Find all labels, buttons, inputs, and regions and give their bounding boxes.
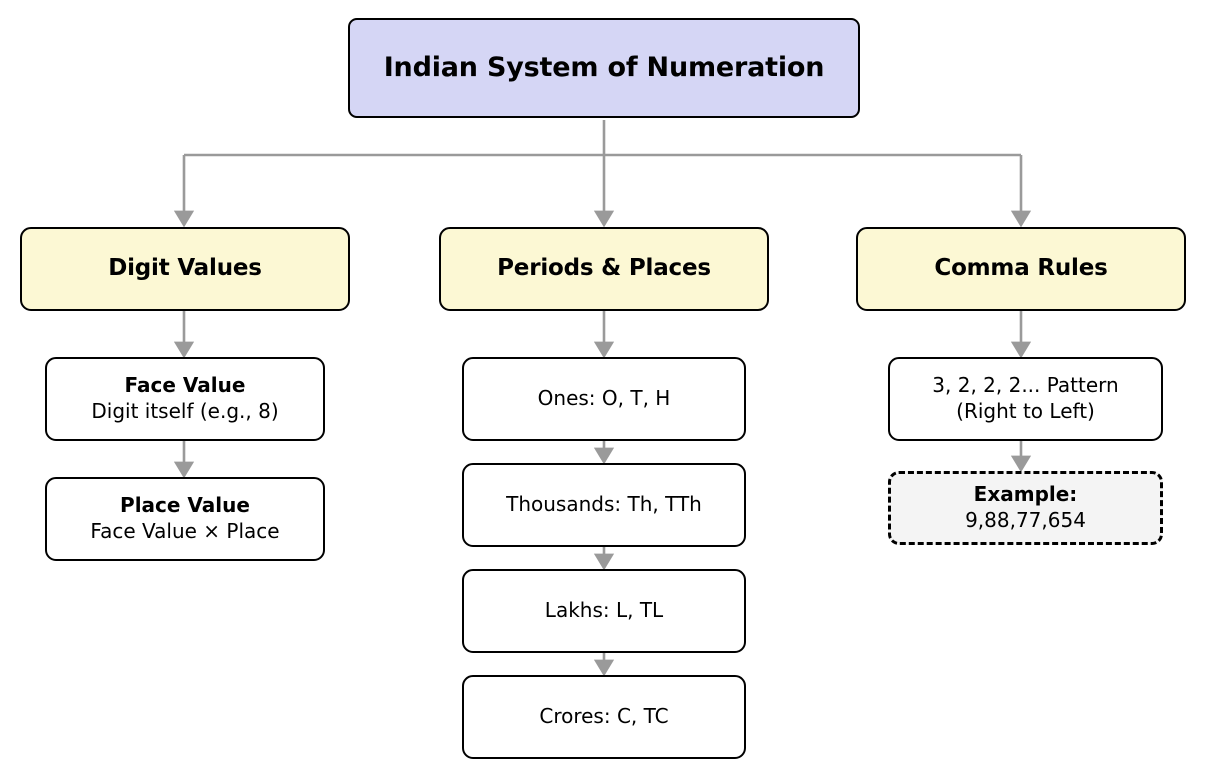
branch-node-digit-values[interactable]: Digit Values (20, 227, 350, 311)
leaf-node-place-value[interactable]: Place Value Face Value × Place (45, 477, 325, 561)
leaf-node-face-value[interactable]: Face Value Digit itself (e.g., 8) (45, 357, 325, 441)
leaf-node-lakhs-detail: Lakhs: L, TL (544, 598, 664, 623)
leaf-node-face-value-heading: Face Value (124, 373, 246, 398)
branch-node-digit-values-label: Digit Values (108, 255, 262, 282)
leaf-node-ones-detail: Ones: O, T, H (537, 386, 671, 411)
leaf-node-place-value-detail: Face Value × Place (90, 519, 280, 543)
leaf-node-place-value-heading: Place Value (120, 493, 250, 518)
leaf-node-example[interactable]: Example: 9,88,77,654 (888, 471, 1163, 545)
branch-node-comma-rules-label: Comma Rules (934, 255, 1108, 282)
leaf-node-comma-pattern-detail-second: (Right to Left) (956, 399, 1095, 423)
leaf-node-comma-pattern[interactable]: 3, 2, 2, 2... Pattern (Right to Left) (888, 357, 1163, 441)
branch-node-comma-rules[interactable]: Comma Rules (856, 227, 1186, 311)
leaf-node-face-value-detail: Digit itself (e.g., 8) (91, 399, 279, 423)
leaf-node-crores-detail: Crores: C, TC (539, 704, 669, 729)
branch-node-periods-and-places[interactable]: Periods & Places (439, 227, 769, 311)
leaf-node-example-detail: 9,88,77,654 (965, 508, 1086, 532)
leaf-node-example-heading: Example: (973, 482, 1078, 507)
leaf-node-thousands-detail: Thousands: Th, TTh (506, 492, 702, 517)
leaf-node-lakhs[interactable]: Lakhs: L, TL (462, 569, 746, 653)
leaf-node-thousands[interactable]: Thousands: Th, TTh (462, 463, 746, 547)
branch-node-periods-and-places-label: Periods & Places (497, 255, 711, 282)
root-node-label: Indian System of Numeration (383, 52, 825, 84)
root-node-indian-system-of-numeration[interactable]: Indian System of Numeration (348, 18, 860, 118)
leaf-node-comma-pattern-detail: 3, 2, 2, 2... Pattern (932, 373, 1119, 398)
leaf-node-crores[interactable]: Crores: C, TC (462, 675, 746, 759)
leaf-node-ones[interactable]: Ones: O, T, H (462, 357, 746, 441)
